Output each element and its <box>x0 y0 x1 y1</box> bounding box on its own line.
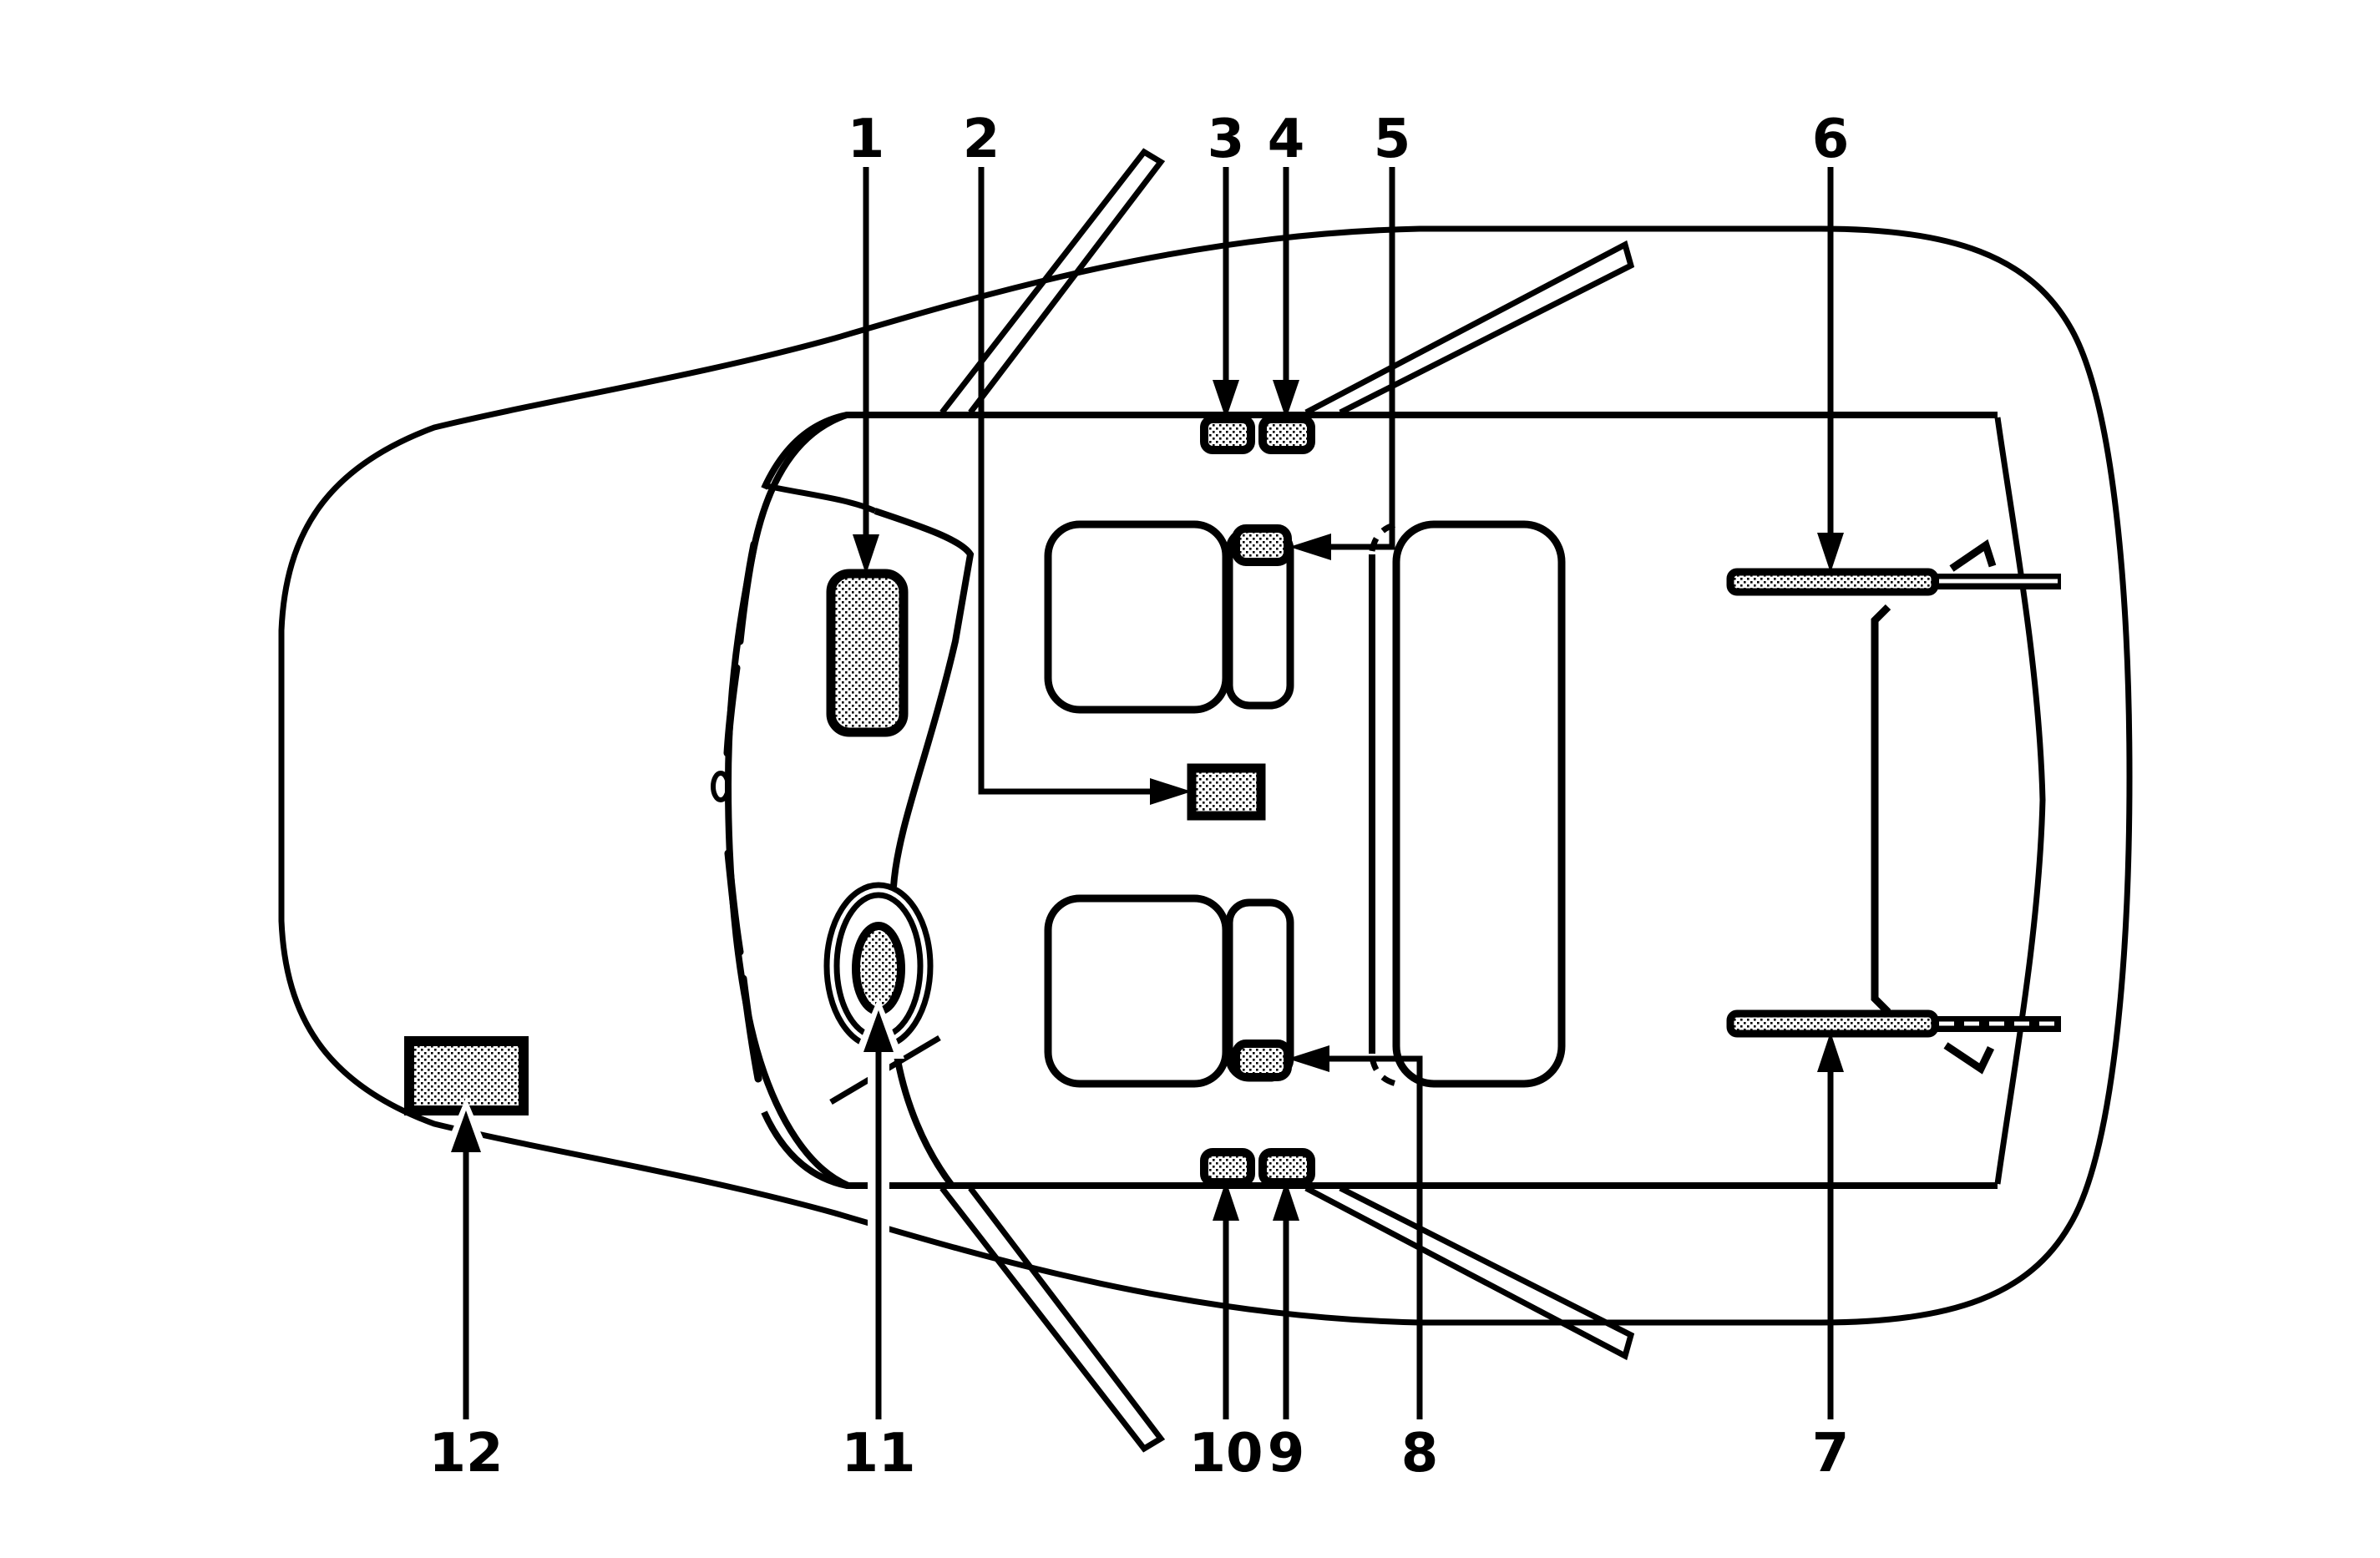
component-8-box <box>1232 1040 1292 1081</box>
callout-1-arrow <box>853 534 879 574</box>
callout-1-label: 1 <box>848 109 885 170</box>
beltline-bottom <box>761 1110 1998 1189</box>
cowl-arc <box>724 412 850 1189</box>
wiper-pivot <box>711 771 731 802</box>
callout-6-arrow <box>1817 533 1844 573</box>
component-5-box <box>1232 524 1292 566</box>
beltline-top <box>761 412 1998 490</box>
callout-5-arrow <box>1289 534 1331 560</box>
hood-cowl-join-top <box>766 483 877 514</box>
c-pillar-line-top <box>1304 240 1635 416</box>
rear-bench-seat <box>1392 520 1566 1088</box>
callout-2-arrow <box>1150 778 1192 805</box>
callout-4-arrow <box>1273 380 1299 419</box>
a-pillar-line-top <box>939 148 1166 415</box>
front-seat-driver-cushion <box>1044 894 1230 1088</box>
callout-11-label: 11 <box>841 1423 915 1485</box>
component-6-bar <box>1726 568 2061 596</box>
callout-3-arrow <box>1213 380 1239 419</box>
callout-7-label: 7 <box>1812 1423 1850 1485</box>
callout-12-arrow <box>451 1110 481 1152</box>
component-1-box <box>826 569 909 737</box>
component-10-box <box>1200 1148 1255 1186</box>
callout-10-arrow <box>1213 1181 1239 1221</box>
rear-window-curve <box>1994 417 2046 1185</box>
callout-7-arrow <box>1817 1032 1844 1072</box>
callout-2-leader <box>978 167 1152 795</box>
a-pillar-line-bottom <box>939 1186 1166 1453</box>
callout-9-label: 9 <box>1268 1423 1305 1485</box>
dashboard-lower-edge <box>892 1045 955 1188</box>
callout-5-leader <box>1329 167 1395 550</box>
dashboard-edge <box>874 508 975 888</box>
component-7-bar <box>1726 1009 2061 1038</box>
wiper-blade-upper <box>723 540 758 757</box>
callout-8-arrow <box>1288 1045 1329 1072</box>
component-3-box <box>1200 415 1255 454</box>
callout-11-arrow <box>863 1010 894 1052</box>
component-4-box <box>1258 415 1315 454</box>
car-body-outline <box>278 225 2133 1326</box>
parcel-shelf-line <box>1871 604 1891 1015</box>
component-9-box <box>1258 1148 1315 1186</box>
callout-2-label: 2 <box>963 109 1000 170</box>
front-seat-passenger-cushion <box>1044 520 1230 714</box>
callout-3-label: 3 <box>1208 109 1245 170</box>
callout-leaders <box>853 167 1844 1419</box>
callout-5-label: 5 <box>1374 109 1411 170</box>
callout-11-leader-group <box>852 997 905 1419</box>
callout-12-leader-group <box>439 1097 493 1419</box>
callout-4-label: 4 <box>1268 109 1305 170</box>
callout-10-label: 10 <box>1188 1423 1263 1485</box>
callout-6-label: 6 <box>1812 109 1850 170</box>
trunk-hinge-line-top <box>1949 539 1997 572</box>
callout-9-arrow <box>1273 1181 1299 1221</box>
trunk-hinge-line-bottom <box>1943 1042 1995 1075</box>
wiper-blade-lower <box>724 849 762 1083</box>
callout-12-label: 12 <box>428 1423 503 1485</box>
callout-8-label: 8 <box>1401 1423 1439 1485</box>
c-pillar-line-bottom <box>1304 1185 1635 1361</box>
component-2-box <box>1187 763 1266 821</box>
callout-8-leader <box>1329 1055 1423 1419</box>
